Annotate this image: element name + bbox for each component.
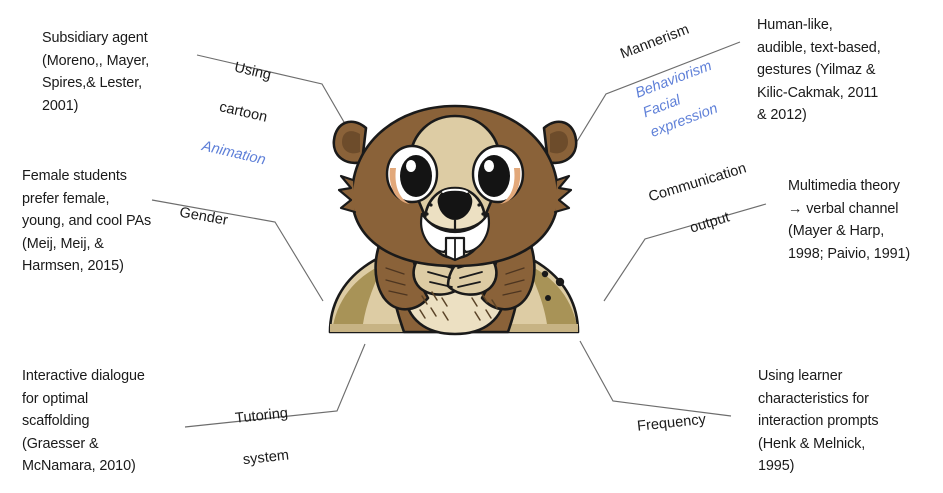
reference-gender: Female students prefer female, young, an…: [22, 168, 152, 275]
connector-communication-output: [603, 203, 767, 302]
connector-frequency: [579, 340, 732, 417]
label-tutoring-system: Tutoring system: [232, 382, 296, 492]
label-frequency: Frequency: [634, 389, 709, 459]
label-communication-line2: output: [688, 209, 732, 237]
reference-tutoring-system: Interactive dialogue for optimal scaffol…: [22, 368, 145, 475]
label-animation-accent: Animation: [200, 138, 268, 169]
label-frequency-line1: Frequency: [636, 411, 707, 435]
label-mannerism-line1: Mannerism: [618, 21, 692, 63]
mascot-groundhog-image: [312, 92, 597, 337]
reference-frequency: Using learner characteristics for intera…: [758, 368, 879, 475]
label-animation-line1: Using: [232, 59, 273, 84]
reference-communication-output: Multimedia theory → verbal channel (Maye…: [788, 178, 911, 262]
reference-animation: Subsidiary agent (Moreno,, Mayer, Spires…: [42, 30, 150, 114]
label-tutoring-line1: Tutoring: [234, 405, 289, 427]
connector-mannerism: [564, 41, 741, 162]
label-animation-line2: cartoon: [217, 99, 269, 126]
reference-mannerism: Human-like, audible, text-based, gesture…: [757, 17, 881, 124]
label-gender-line1: Gender: [178, 204, 229, 229]
label-communication-line1: Communication: [646, 160, 749, 206]
connector-tutoring-system: [184, 343, 366, 428]
connector-gender: [151, 199, 324, 302]
label-tutoring-line2: system: [242, 447, 290, 469]
